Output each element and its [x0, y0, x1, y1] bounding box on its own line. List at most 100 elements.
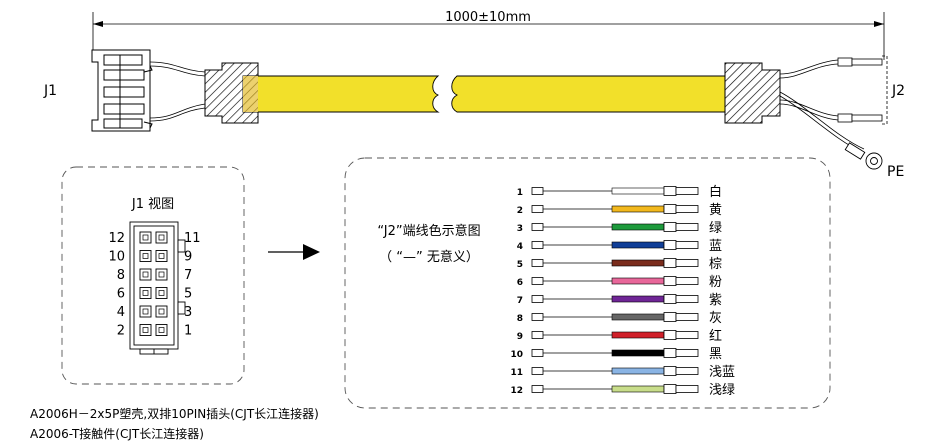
cable-body-right	[451, 75, 727, 113]
wire-number: 7	[517, 296, 523, 306]
wire-color-name: 红	[709, 328, 722, 344]
wire-number: 1	[517, 188, 523, 198]
wire-color-name: 黄	[709, 203, 722, 218]
ferrule-pin	[675, 349, 699, 357]
left-terminal	[531, 295, 544, 303]
wire-color-name: 白	[709, 184, 722, 200]
pin-number-left: 6	[117, 287, 125, 302]
ferrule-crimp	[663, 186, 677, 196]
pin-number-left: 12	[108, 231, 125, 246]
ferrule-pin	[675, 313, 699, 321]
left-terminal	[531, 259, 544, 267]
pin-number-right: 7	[184, 268, 192, 283]
wire-color-swatch	[611, 277, 665, 285]
pin-cavity	[155, 287, 168, 299]
pe-label: PE	[887, 164, 904, 180]
wire-color-name: 浅绿	[709, 383, 735, 398]
ferrule-pin	[675, 223, 699, 231]
legend-subtitle: （ “—” 无意义）	[379, 249, 479, 265]
ferrule-crimp	[663, 258, 677, 268]
pin-cavity	[155, 305, 168, 318]
ferrule-crimp	[663, 384, 677, 394]
left-terminal	[531, 187, 544, 195]
ferrule-crimp	[663, 204, 677, 214]
ferrule-crimp	[663, 348, 677, 358]
j1-pin-grid	[139, 231, 168, 336]
pe-ring-terminal	[844, 142, 883, 170]
note-housing: A2006H－2x5P塑壳,双排10PIN插头(CJT长江连接器)	[30, 407, 319, 421]
ferrule-crimp	[663, 294, 677, 304]
legend-title: “J2”端线色示意图	[377, 223, 480, 239]
wire-color-legend-box	[344, 157, 831, 409]
ferrule-pin	[675, 331, 699, 339]
left-terminal	[531, 277, 544, 285]
left-terminal	[531, 241, 544, 249]
ferrule-pin	[675, 205, 699, 213]
pin-number-right: 11	[184, 231, 201, 246]
wire-color-name: 蓝	[709, 239, 722, 254]
wire-color-name: 浅蓝	[709, 365, 735, 380]
wire-color-name: 紫	[709, 293, 722, 308]
ferrule-crimp	[663, 222, 677, 232]
right-overmold	[724, 62, 781, 124]
pin-cavity	[155, 231, 168, 244]
j2-label: J2	[891, 83, 905, 99]
wire-color-name: 棕	[709, 257, 722, 272]
ferrule-pin	[675, 367, 699, 375]
ferrule-pin	[675, 187, 699, 195]
left-terminal	[531, 331, 544, 339]
wire-color-swatch	[611, 367, 665, 375]
pin-number-right: 9	[184, 250, 192, 265]
pin-number-left: 4	[117, 305, 125, 320]
wire-number: 8	[517, 314, 523, 324]
pin-number-right: 3	[184, 305, 192, 320]
j1-label: J1	[43, 83, 57, 99]
wire-color-swatch	[611, 205, 665, 213]
pin-cavity	[139, 305, 152, 318]
wire-color-name: 黑	[709, 347, 722, 362]
pin-cavity	[139, 250, 152, 262]
j2-wires	[779, 59, 865, 153]
ferrule-crimp	[663, 276, 677, 286]
left-terminal	[531, 205, 544, 213]
j1-view-title: J1 视图	[131, 197, 174, 212]
wire-row: 11 浅蓝	[510, 365, 735, 380]
ferrule-pin	[675, 241, 699, 249]
ferrule-crimp	[663, 330, 677, 340]
left-terminal	[531, 385, 544, 393]
wire-number: 2	[517, 206, 523, 216]
left-terminal	[531, 349, 544, 357]
wire-number: 12	[510, 386, 523, 396]
pin-number-right: 5	[184, 287, 192, 302]
wire-number: 11	[510, 368, 523, 378]
left-terminal	[531, 367, 544, 375]
wire-color-swatch	[611, 259, 665, 267]
ferrule-pin	[675, 277, 699, 285]
j1-connector	[91, 49, 153, 132]
wire-color-swatch	[611, 313, 665, 321]
wire-color-swatch	[611, 295, 665, 303]
wire-number: 6	[517, 278, 523, 288]
pin-cavity	[155, 268, 168, 281]
wire-color-swatch	[611, 187, 665, 195]
wire-row: 12 浅绿	[510, 383, 735, 398]
wire-color-swatch	[611, 241, 665, 249]
wire-number: 4	[517, 242, 523, 252]
wire-color-swatch	[611, 385, 665, 393]
pin-cavity	[155, 250, 168, 262]
wire-color-swatch	[611, 223, 665, 231]
wire-color-name: 灰	[709, 311, 722, 326]
j2-dashed-outline	[882, 55, 888, 125]
cable-body-left	[242, 75, 440, 113]
wire-color-name: 绿	[709, 221, 722, 236]
